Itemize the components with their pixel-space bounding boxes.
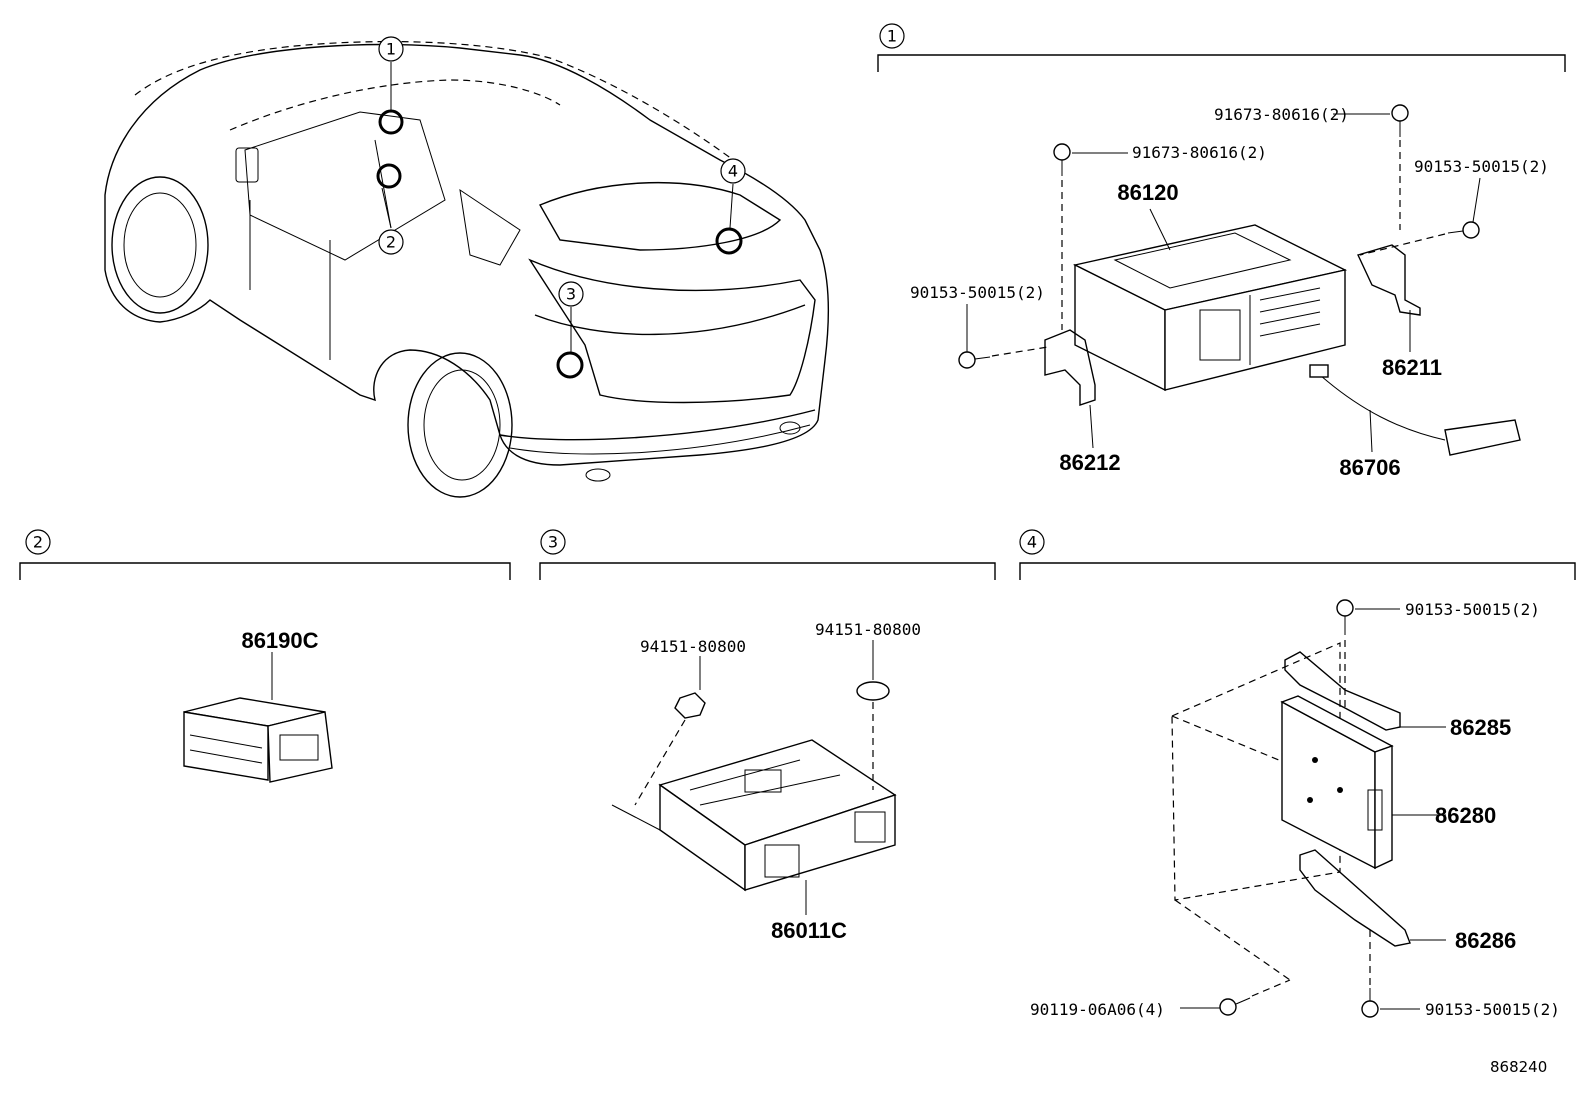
part-91673-80616-top-left: 91673-80616(2) bbox=[1132, 143, 1267, 162]
part-86190c: 86190C bbox=[241, 628, 318, 653]
section-1: 1 bbox=[877, 23, 1566, 480]
section-3-number: 3 bbox=[548, 533, 558, 552]
bolt-icon bbox=[1180, 979, 1291, 1016]
bolt-icon bbox=[1336, 599, 1400, 710]
section-4: 4 bbox=[1019, 529, 1576, 1019]
part-90153-50015-left: 90153-50015(2) bbox=[910, 283, 1045, 302]
section-4-number: 4 bbox=[1027, 533, 1037, 552]
svg-text:4: 4 bbox=[728, 162, 738, 181]
svg-text:1: 1 bbox=[386, 40, 396, 59]
part-86212: 86212 bbox=[1059, 450, 1120, 475]
nut-icon bbox=[1359, 177, 1481, 256]
callout-2: 2 bbox=[378, 229, 404, 255]
callout-1: 1 bbox=[378, 36, 404, 62]
part-86211: 86211 bbox=[1382, 355, 1442, 380]
module-icon bbox=[1072, 224, 1348, 392]
part-90153-50015-bottom: 90153-50015(2) bbox=[1425, 1000, 1560, 1019]
part-94151-80800-left: 94151-80800 bbox=[640, 637, 746, 656]
module-icon bbox=[183, 697, 333, 783]
section-2: 2 86190C bbox=[19, 529, 511, 783]
part-91673-80616-top-right: 91673-80616(2) bbox=[1214, 105, 1349, 124]
section-2-number: 2 bbox=[33, 533, 43, 552]
part-86011c: 86011C bbox=[771, 918, 847, 943]
callout-3: 3 bbox=[558, 281, 584, 307]
antenna-icon bbox=[1309, 364, 1521, 456]
car-icon bbox=[104, 40, 829, 498]
section-1-number: 1 bbox=[887, 27, 897, 46]
part-94151-80800-right: 94151-80800 bbox=[815, 620, 921, 639]
section-3: 3 94151-80800 94151-80800 86011C bbox=[539, 529, 996, 943]
bracket-icon bbox=[1284, 651, 1401, 731]
svg-text:3: 3 bbox=[566, 285, 576, 304]
bracket-icon bbox=[1357, 244, 1421, 316]
part-86286: 86286 bbox=[1455, 928, 1516, 953]
part-90119-06a06: 90119-06A06(4) bbox=[1030, 1000, 1165, 1019]
bracket-icon bbox=[1299, 849, 1411, 947]
nut-icon bbox=[856, 640, 890, 790]
part-90153-50015-right: 90153-50015(2) bbox=[1414, 157, 1549, 176]
diagram-id: 868240 bbox=[1490, 1058, 1547, 1076]
part-86280: 86280 bbox=[1435, 803, 1496, 828]
bolt-icon bbox=[1361, 930, 1420, 1018]
bolt-icon bbox=[1333, 104, 1409, 230]
bracket-icon bbox=[1044, 329, 1096, 406]
bolt-icon bbox=[1053, 143, 1128, 330]
module-icon bbox=[1280, 695, 1394, 870]
module-icon bbox=[658, 739, 897, 892]
part-86285: 86285 bbox=[1450, 715, 1511, 740]
part-86706: 86706 bbox=[1339, 455, 1400, 480]
callout-4: 4 bbox=[720, 158, 746, 184]
part-86120: 86120 bbox=[1117, 180, 1178, 205]
nut-icon bbox=[958, 304, 1049, 369]
nut-icon bbox=[634, 656, 706, 806]
svg-text:2: 2 bbox=[386, 233, 396, 252]
part-90153-50015-top: 90153-50015(2) bbox=[1405, 600, 1540, 619]
